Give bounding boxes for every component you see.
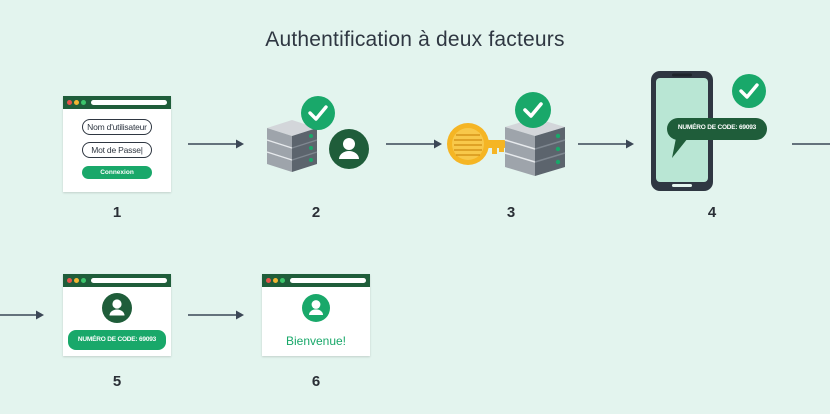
login-window: Nom d'utilisateur Mot de Passe| Connexio… [63, 96, 171, 192]
user-avatar-icon [329, 129, 369, 169]
step-number-1: 1 [112, 204, 122, 221]
password-field[interactable]: Mot de Passe| [82, 142, 152, 158]
arrow-right-icon [0, 310, 44, 320]
check-icon [732, 74, 766, 108]
check-icon [515, 92, 551, 128]
step-number-5: 5 [112, 373, 122, 390]
message-bubble-icon [667, 118, 767, 158]
arrow-right-icon [188, 310, 244, 320]
window-url-bar [290, 278, 366, 283]
window-url-bar [91, 278, 167, 283]
window-url-bar [91, 100, 167, 105]
window-dot-green [81, 100, 86, 105]
sms-code-text: NUMÉRO DE CODE: 69093 [677, 124, 757, 131]
window-dot-red [266, 278, 271, 283]
code-input[interactable]: NUMÉRO DE CODE: 69093 [68, 330, 166, 350]
welcome-text: Bienvenue! [285, 334, 347, 348]
login-button[interactable]: Connexion [82, 166, 152, 179]
step-number-3: 3 [506, 204, 516, 221]
window-dot-red [67, 100, 72, 105]
window-dot-red [67, 278, 72, 283]
window-dot-yellow [74, 100, 79, 105]
window-dot-yellow [273, 278, 278, 283]
user-avatar-icon [102, 293, 132, 323]
key-icon [447, 123, 506, 165]
welcome-window: Bienvenue! [262, 274, 370, 356]
arrow-right-icon [188, 139, 244, 149]
username-field[interactable]: Nom d'utilisateur [82, 119, 152, 135]
step-number-2: 2 [311, 204, 321, 221]
window-dot-green [280, 278, 285, 283]
arrow-line [792, 143, 830, 145]
server-icon [504, 118, 566, 176]
check-icon [301, 96, 335, 130]
window-dot-yellow [74, 278, 79, 283]
arrow-right-icon [386, 139, 442, 149]
user-avatar-icon [302, 294, 330, 322]
arrow-right-icon [578, 139, 634, 149]
step-number-4: 4 [707, 204, 717, 221]
window-dot-green [81, 278, 86, 283]
server-icon [266, 120, 318, 172]
code-entry-window: NUMÉRO DE CODE: 69093 [63, 274, 171, 356]
step-number-6: 6 [311, 373, 321, 390]
diagram-title: Authentification à deux facteurs [265, 28, 565, 51]
